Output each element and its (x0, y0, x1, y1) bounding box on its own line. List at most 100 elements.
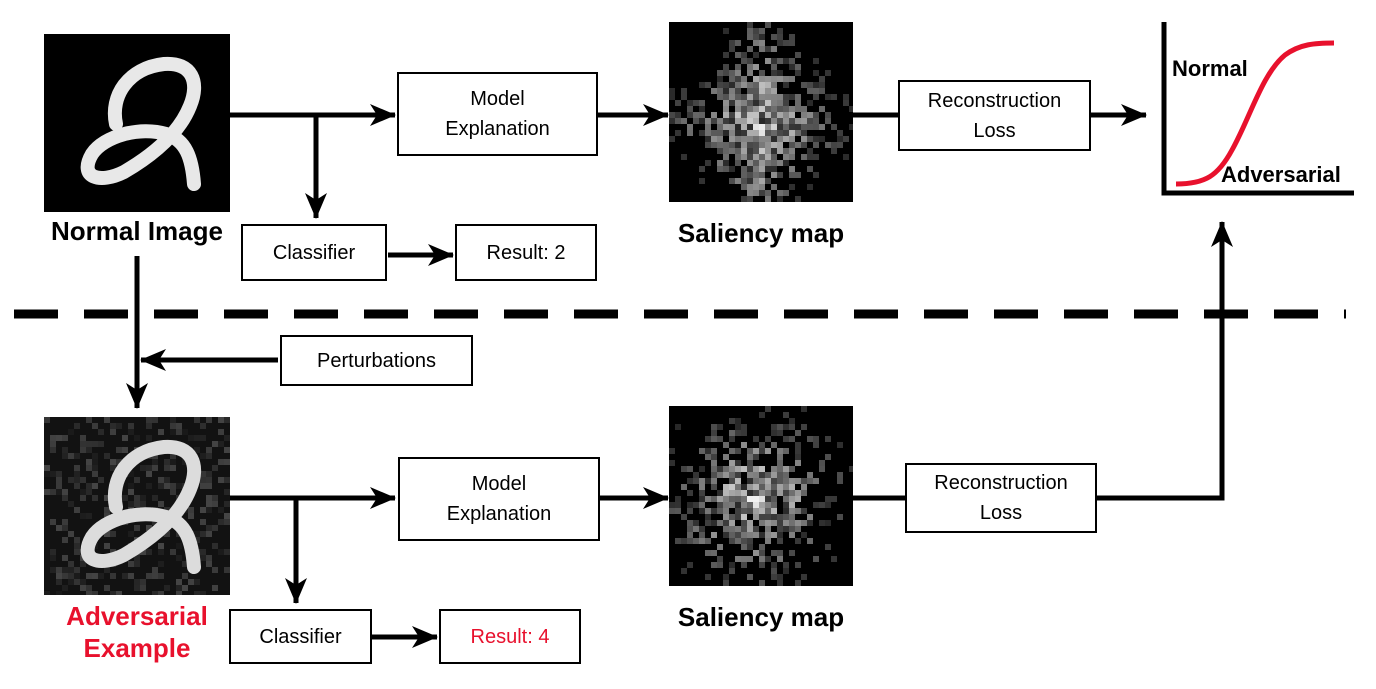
saliency-pixel (783, 520, 789, 526)
saliency-pixel (765, 556, 771, 562)
saliency-pixel (765, 532, 771, 538)
saliency-pixel (735, 418, 741, 424)
saliency-pixel (765, 490, 771, 496)
noise-pixel (164, 465, 170, 471)
saliency-pixel (825, 544, 831, 550)
perturbations-label: Perturbations (317, 349, 436, 372)
saliency-pixel (753, 112, 759, 118)
saliency-pixel (711, 436, 717, 442)
noise-pixel (104, 543, 110, 549)
saliency-pixel (705, 130, 711, 136)
noise-pixel (188, 513, 194, 519)
noise-pixel (140, 549, 146, 555)
noise-pixel (212, 543, 218, 549)
saliency-pixel (801, 478, 807, 484)
saliency-pixel (687, 100, 693, 106)
saliency-pixel (675, 130, 681, 136)
noise-pixel (212, 465, 218, 471)
saliency-pixel (753, 436, 759, 442)
saliency-pixel (759, 82, 765, 88)
noise-pixel (152, 567, 158, 573)
saliency-pixel (801, 406, 807, 412)
saliency-pixel (735, 82, 741, 88)
adversarial-image (44, 417, 230, 595)
saliency-pixel (789, 136, 795, 142)
saliency-pixel (699, 100, 705, 106)
saliency-pixel (753, 496, 759, 502)
saliency-pixel (723, 508, 729, 514)
saliency-pixel (783, 124, 789, 130)
saliency-pixel (747, 82, 753, 88)
saliency-pixel (789, 550, 795, 556)
noise-pixel (74, 453, 80, 459)
saliency-pixel (765, 130, 771, 136)
noise-pixel (200, 555, 206, 561)
saliency-pixel (747, 94, 753, 100)
saliency-pixel (711, 454, 717, 460)
saliency-pixel (735, 112, 741, 118)
saliency-pixel (759, 160, 765, 166)
saliency-pixel (777, 196, 783, 202)
noise-pixel (146, 417, 152, 423)
noise-pixel (62, 453, 68, 459)
saliency-pixel (687, 520, 693, 526)
saliency-pixel (747, 544, 753, 550)
saliency-pixel (747, 58, 753, 64)
saliency-pixel (711, 496, 717, 502)
saliency-pixel (765, 448, 771, 454)
saliency-pixel (729, 112, 735, 118)
plot-axes (1161, 22, 1354, 196)
saliency-pixel (807, 100, 813, 106)
saliency-pixel (789, 418, 795, 424)
saliency-pixel (807, 538, 813, 544)
noise-pixel (212, 567, 218, 573)
saliency-pixel (753, 478, 759, 484)
noise-pixel (104, 531, 110, 537)
noise-pixel (92, 591, 98, 595)
saliency-pixel (801, 106, 807, 112)
noise-pixel (128, 573, 134, 579)
saliency-pixel (741, 508, 747, 514)
saliency-pixel (771, 160, 777, 166)
saliency-pixel (747, 124, 753, 130)
saliency-pixel (801, 508, 807, 514)
saliency-pixel (729, 40, 735, 46)
noise-pixel (44, 591, 50, 595)
noise-pixel (44, 417, 50, 423)
saliency-pixel (759, 556, 765, 562)
noise-pixel (146, 471, 152, 477)
saliency-pixel (705, 82, 711, 88)
saliency-pixel (819, 520, 825, 526)
noise-pixel (98, 429, 104, 435)
saliency-pixel (747, 190, 753, 196)
saliency-pixel (765, 106, 771, 112)
saliency-pixel (759, 502, 765, 508)
saliency-pixel (801, 124, 807, 130)
saliency-pixel (789, 142, 795, 148)
classifier-label: Classifier (272, 241, 356, 264)
noise-pixel (146, 423, 152, 429)
saliency-pixel (705, 496, 711, 502)
saliency-pixel (681, 514, 687, 520)
saliency-pixel (681, 94, 687, 100)
saliency-pixel (777, 190, 783, 196)
saliency-pixel (771, 94, 777, 100)
saliency-pixel (783, 568, 789, 574)
noise-pixel (128, 471, 134, 477)
saliency-pixel (699, 526, 705, 532)
saliency-pixel (771, 532, 777, 538)
saliency-pixel (783, 154, 789, 160)
saliency-pixel (711, 532, 717, 538)
saliency-pixel (681, 154, 687, 160)
saliency-pixel (681, 568, 687, 574)
saliency-pixel (723, 514, 729, 520)
saliency-pixel (813, 136, 819, 142)
noise-pixel (146, 525, 152, 531)
noise-pixel (86, 447, 92, 453)
saliency-pixel (777, 550, 783, 556)
saliency-pixel (729, 490, 735, 496)
saliency-pixel (681, 118, 687, 124)
saliency-pixel (777, 106, 783, 112)
saliency-pixel (801, 490, 807, 496)
